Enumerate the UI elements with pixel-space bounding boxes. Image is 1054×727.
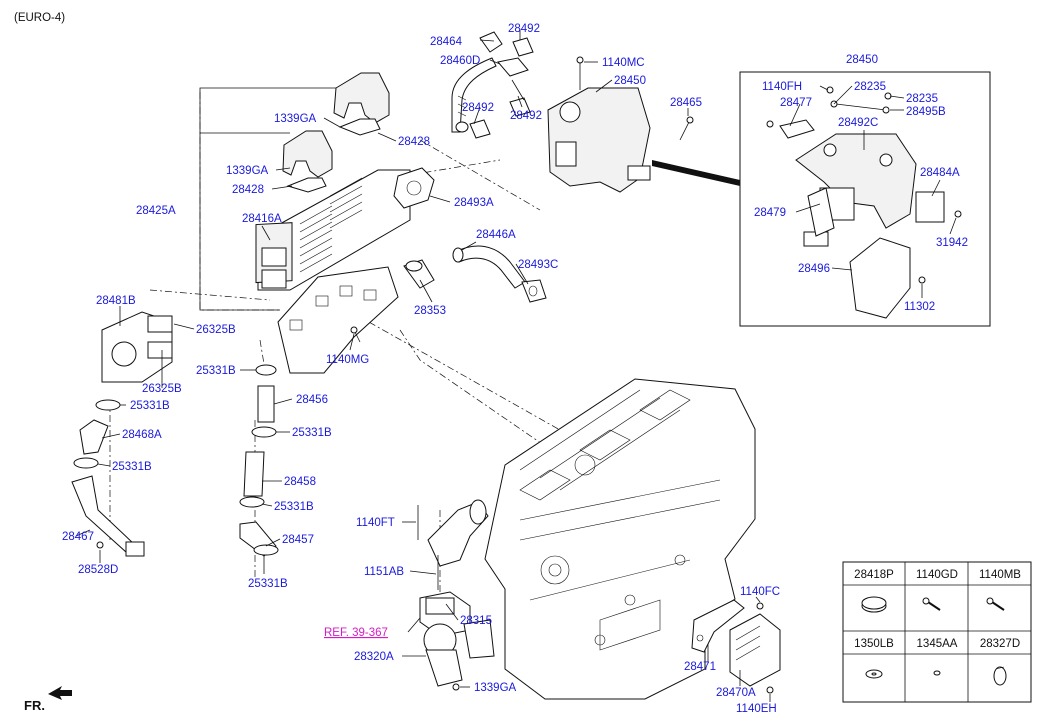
callout-1140mc[interactable]: 1140MC: [602, 57, 645, 69]
legend-cell-1140mb: 1140MB: [979, 569, 1021, 581]
callout-28320a[interactable]: 28320A: [354, 651, 394, 663]
legend-cell-1140gd: 1140GD: [916, 569, 958, 581]
callout-28450[interactable]: 28450: [846, 54, 878, 66]
callout-28446a[interactable]: 28446A: [476, 229, 516, 241]
callout-1339ga[interactable]: 1339GA: [474, 682, 517, 694]
egr-cooler-assembly: [199, 72, 435, 374]
callout-28235[interactable]: 28235: [854, 81, 886, 93]
callout-28484a[interactable]: 28484A: [920, 167, 960, 179]
control-module: [691, 599, 781, 694]
front-label: FR.: [24, 698, 45, 713]
callout-1339ga[interactable]: 1339GA: [274, 113, 317, 125]
egr-valve-housing: [547, 56, 740, 193]
callout-labels: 28464 28492 1140MC 28460D 28450 28492 28…: [62, 23, 968, 715]
water-pipes-left: [71, 311, 173, 557]
legend-cell-28327d: 28327D: [980, 638, 1020, 650]
callout-28492[interactable]: 28492: [510, 110, 542, 122]
nut-icon: [933, 670, 941, 676]
callout-28465[interactable]: 28465: [670, 97, 702, 109]
egr-pipe-28460d: [451, 31, 534, 139]
callout-28428[interactable]: 28428: [398, 136, 430, 148]
callout-28458[interactable]: 28458: [284, 476, 316, 488]
callout-25331b[interactable]: 25331B: [196, 365, 236, 377]
callout-1151ab[interactable]: 1151AB: [364, 566, 404, 578]
callout-1140fc[interactable]: 1140FC: [740, 586, 780, 598]
callout-28464[interactable]: 28464: [430, 36, 463, 48]
callout-28468a[interactable]: 28468A: [122, 429, 162, 441]
callout-1339ga[interactable]: 1339GA: [226, 165, 269, 177]
bolt-icon: [922, 597, 941, 611]
callout-28428[interactable]: 28428: [232, 184, 264, 196]
gasket-ring-icon: [993, 666, 1007, 686]
callout-31942[interactable]: 31942: [936, 237, 968, 249]
callout-25331b[interactable]: 25331B: [274, 501, 314, 513]
washer-icon: [865, 669, 883, 679]
callout-26325b[interactable]: 26325B: [142, 383, 182, 395]
egr-valve-detail-box: [739, 71, 991, 327]
callout-28457[interactable]: 28457: [282, 534, 314, 546]
callout-1140fh[interactable]: 1140FH: [762, 81, 802, 93]
callout-28479[interactable]: 28479: [754, 207, 786, 219]
callout-28493c[interactable]: 28493C: [518, 259, 558, 271]
callout-28467[interactable]: 28467: [62, 531, 94, 543]
callout-28492[interactable]: 28492: [508, 23, 540, 35]
callout-28425a[interactable]: 28425A: [136, 205, 176, 217]
callout-25331b[interactable]: 25331B: [292, 427, 332, 439]
callout-1140mg[interactable]: 1140MG: [326, 354, 369, 366]
callout-1140eh[interactable]: 1140EH: [736, 703, 777, 715]
legend-cell-1345aa: 1345AA: [917, 638, 958, 650]
legend-cell-28418p: 28418P: [854, 569, 894, 581]
callout-28481b[interactable]: 28481B: [96, 295, 136, 307]
hose-clamp-icon: [861, 596, 887, 613]
front-direction-indicator: FR.: [24, 686, 72, 713]
bolt-icon: [986, 597, 1005, 611]
callout-26325b[interactable]: 26325B: [196, 324, 236, 336]
callout-28353[interactable]: 28353: [414, 305, 446, 317]
front-arrow-icon: [48, 686, 72, 700]
intake-elbow: [417, 499, 495, 691]
callout-25331b[interactable]: 25331B: [130, 400, 170, 412]
legend-cell-1350lb: 1350LB: [854, 638, 894, 650]
callout-28492c[interactable]: 28492C: [838, 117, 878, 129]
callout-28495b[interactable]: 28495B: [906, 106, 946, 118]
water-pipes-center: [239, 364, 279, 557]
callout-11302[interactable]: 11302: [904, 301, 935, 313]
callout-28456[interactable]: 28456: [296, 394, 328, 406]
callout-25331b[interactable]: 25331B: [112, 461, 152, 473]
callout-28450[interactable]: 28450: [614, 75, 646, 87]
legend-table: 28418P 1140GD 1140MB 1350LB 1345AA 28327…: [842, 561, 1032, 703]
callout-28492[interactable]: 28492: [462, 102, 494, 114]
callout-28477[interactable]: 28477: [780, 97, 812, 109]
egr-pipe-28446a: [403, 245, 547, 303]
engine-block: [484, 378, 756, 700]
callout-28528d[interactable]: 28528D: [78, 564, 118, 576]
callout-28471[interactable]: 28471: [684, 661, 716, 673]
callout-28496[interactable]: 28496: [798, 263, 830, 275]
callout-28460d[interactable]: 28460D: [440, 55, 480, 67]
callout-25331b[interactable]: 25331B: [248, 578, 288, 590]
leader-lines: [75, 29, 957, 702]
callout-28235[interactable]: 28235: [906, 93, 938, 105]
callout-28470a[interactable]: 28470A: [716, 687, 756, 699]
callout-1140ft[interactable]: 1140FT: [356, 517, 395, 529]
variant-label: (EURO-4): [14, 12, 65, 24]
callout-28493a[interactable]: 28493A: [454, 197, 494, 209]
callout-28315[interactable]: 28315: [460, 615, 492, 627]
ref-link[interactable]: REF. 39-367: [324, 627, 388, 639]
callout-28416a[interactable]: 28416A: [242, 213, 282, 225]
